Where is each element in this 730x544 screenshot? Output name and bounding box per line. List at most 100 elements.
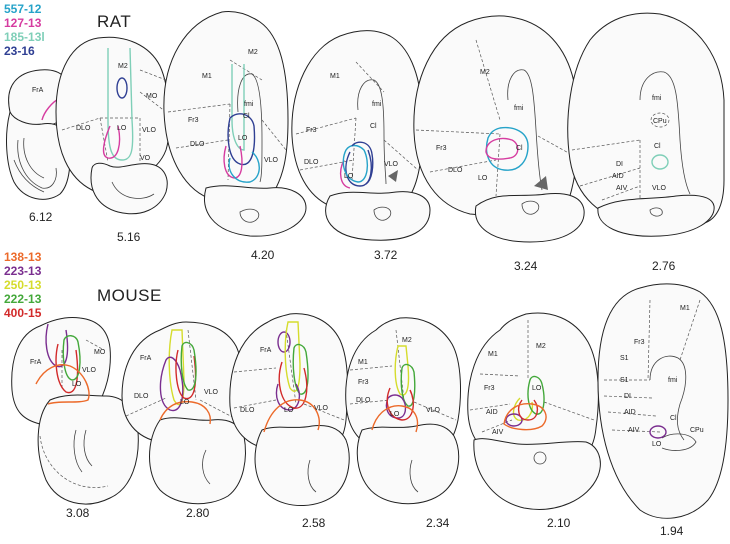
region-label-s1: S1 — [620, 377, 629, 384]
rat-section-4-20: M2 M1 Fr3 fmi Cl DLO LO VLO — [163, 11, 307, 237]
region-label-m1: M1 — [680, 305, 690, 312]
region-label-lo: LO — [478, 175, 488, 182]
region-label-m2: M2 — [536, 343, 546, 350]
mouse-legend-item: 223-13 — [4, 264, 42, 278]
mouse-section-3-08: FrA MO VLO LO — [11, 317, 139, 505]
rat-section-2-76: fmi CPu Cl DI AID AIV VLO — [567, 12, 725, 237]
region-label-fra: FrA — [140, 355, 152, 362]
rat-coordinate: 5.16 — [117, 230, 141, 244]
ventricle-mark — [534, 176, 548, 190]
rat-coordinate: 3.24 — [514, 259, 538, 273]
region-label-dlo: DLO — [448, 167, 463, 174]
mouse-section-2-58: FrA DLO LO VLO — [229, 313, 350, 507]
mouse-coordinate: 1.94 — [660, 524, 684, 538]
rat-legend-item: 127-13 — [4, 16, 42, 30]
mouse-section-2-10: M2 M1 Fr3 LO AID AIV — [467, 312, 601, 510]
region-label-fr3: Fr3 — [436, 145, 447, 152]
region-label-vlo: VLO — [204, 389, 219, 396]
region-label-aid: AID — [624, 409, 636, 416]
region-label-fra: FrA — [32, 87, 44, 94]
region-label-m2: M2 — [480, 69, 490, 76]
mouse-legend-item: 222-13 — [4, 292, 42, 306]
region-label-lo: LO — [652, 441, 662, 448]
mouse-legend-item: 250-13 — [4, 278, 42, 292]
region-label-lo: LO — [532, 385, 542, 392]
region-label-dlo: DLO — [76, 125, 91, 132]
rat-title: RAT — [97, 12, 132, 31]
mouse-legend-item: 400-15 — [4, 306, 42, 320]
region-label-cl: Cl — [654, 143, 661, 150]
region-label-fr3: Fr3 — [484, 385, 495, 392]
region-label-m1: M1 — [358, 359, 368, 366]
region-label-cpu: CPu — [690, 427, 704, 434]
rat-legend: 557-12 127-13 185-13l 23-16 — [4, 2, 45, 58]
region-label-lo: LO — [238, 135, 248, 142]
region-label-vlo: VLO — [264, 157, 279, 164]
region-label-vlo: VLO — [384, 161, 399, 168]
region-label-vlo: VLO — [82, 367, 97, 374]
region-label-vlo: VLO — [142, 127, 157, 134]
rat-coordinate: 4.20 — [251, 248, 275, 262]
region-label-m1: M1 — [488, 351, 498, 358]
rat-section-5-16: M2 MO DLO LO VLO VO — [55, 36, 170, 215]
region-label-lo: LO — [390, 411, 400, 418]
rat-section-3-24: M2 fmi Fr3 Cl DLO LO — [413, 15, 585, 243]
region-label-fmi: fmi — [244, 101, 254, 108]
ventricle-mark — [388, 170, 398, 182]
region-label-s1: S1 — [620, 355, 629, 362]
region-label-aid: AID — [486, 409, 498, 416]
rat-legend-item: 185-13l — [4, 30, 45, 44]
region-label-fmi: fmi — [668, 377, 678, 384]
region-label-dlo: DLO — [304, 159, 319, 166]
region-label-fr3: Fr3 — [306, 127, 317, 134]
region-label-fmi: fmi — [652, 95, 662, 102]
region-label-cl: Cl — [670, 415, 677, 422]
region-label-dlo: DLO — [134, 393, 149, 400]
rat-legend-item: 557-12 — [4, 2, 42, 16]
region-label-dlo: DLO — [190, 141, 205, 148]
region-label-m2: M2 — [118, 63, 128, 70]
region-label-vlo: VLO — [426, 407, 441, 414]
region-label-aiv: AIV — [616, 185, 628, 192]
rat-section-3-72: M1 fmi Fr3 Cl DLO LO VLO — [291, 30, 431, 241]
region-label-mo: MO — [146, 93, 158, 100]
region-label-dlo: DLO — [356, 397, 371, 404]
mouse-section-2-34: M2 M1 Fr3 DLO LO VLO — [345, 317, 461, 505]
region-label-lo: LO — [284, 407, 294, 414]
region-label-aiv: AIV — [628, 427, 640, 434]
mouse-legend: 138-13 223-13 250-13 222-13 400-15 — [4, 250, 41, 320]
mouse-coordinate: 2.10 — [547, 516, 571, 530]
rat-coordinate: 2.76 — [652, 259, 676, 273]
region-label-m2: M2 — [402, 337, 412, 344]
region-label-fr3: Fr3 — [358, 379, 369, 386]
region-label-cl: Cl — [516, 145, 523, 152]
region-label-vlo: VLO — [652, 185, 667, 192]
mouse-coordinate: 2.34 — [426, 516, 450, 530]
region-label-vo: VO — [140, 155, 151, 162]
region-label-vlo: VLO — [314, 405, 329, 412]
region-label-fr3: Fr3 — [634, 339, 645, 346]
mouse-coordinate: 2.58 — [302, 516, 326, 530]
mouse-coordinate: 3.08 — [66, 506, 90, 520]
mouse-legend-item: 138-13 — [4, 250, 42, 264]
region-label-aiv: AIV — [492, 429, 504, 436]
region-label-di: DI — [616, 161, 623, 168]
region-label-lo: LO — [117, 125, 127, 132]
mouse-coordinate: 2.80 — [186, 506, 210, 520]
region-label-cl: Cl — [243, 113, 250, 120]
rat-coordinate: 6.12 — [29, 210, 53, 224]
mouse-section-2-80: FrA DLO LO VLO — [121, 321, 246, 505]
region-label-m2: M2 — [248, 49, 258, 56]
rat-legend-item: 23-16 — [4, 44, 35, 58]
region-label-aid: AID — [612, 173, 624, 180]
region-label-cl: Cl — [370, 123, 377, 130]
rat-coordinate: 3.72 — [374, 248, 398, 262]
region-label-m1: M1 — [202, 73, 212, 80]
region-label-mo: MO — [94, 349, 106, 356]
region-label-lo: LO — [180, 399, 190, 406]
mouse-section-1-94: M1 Fr3 S1 S1 DI AID AIV fmi Cl LO CPu — [597, 283, 729, 519]
region-label-fmi: fmi — [372, 101, 382, 108]
rat-section-6-12: FrA — [6, 69, 71, 200]
region-label-m1: M1 — [330, 73, 340, 80]
region-label-lo: LO — [344, 173, 354, 180]
